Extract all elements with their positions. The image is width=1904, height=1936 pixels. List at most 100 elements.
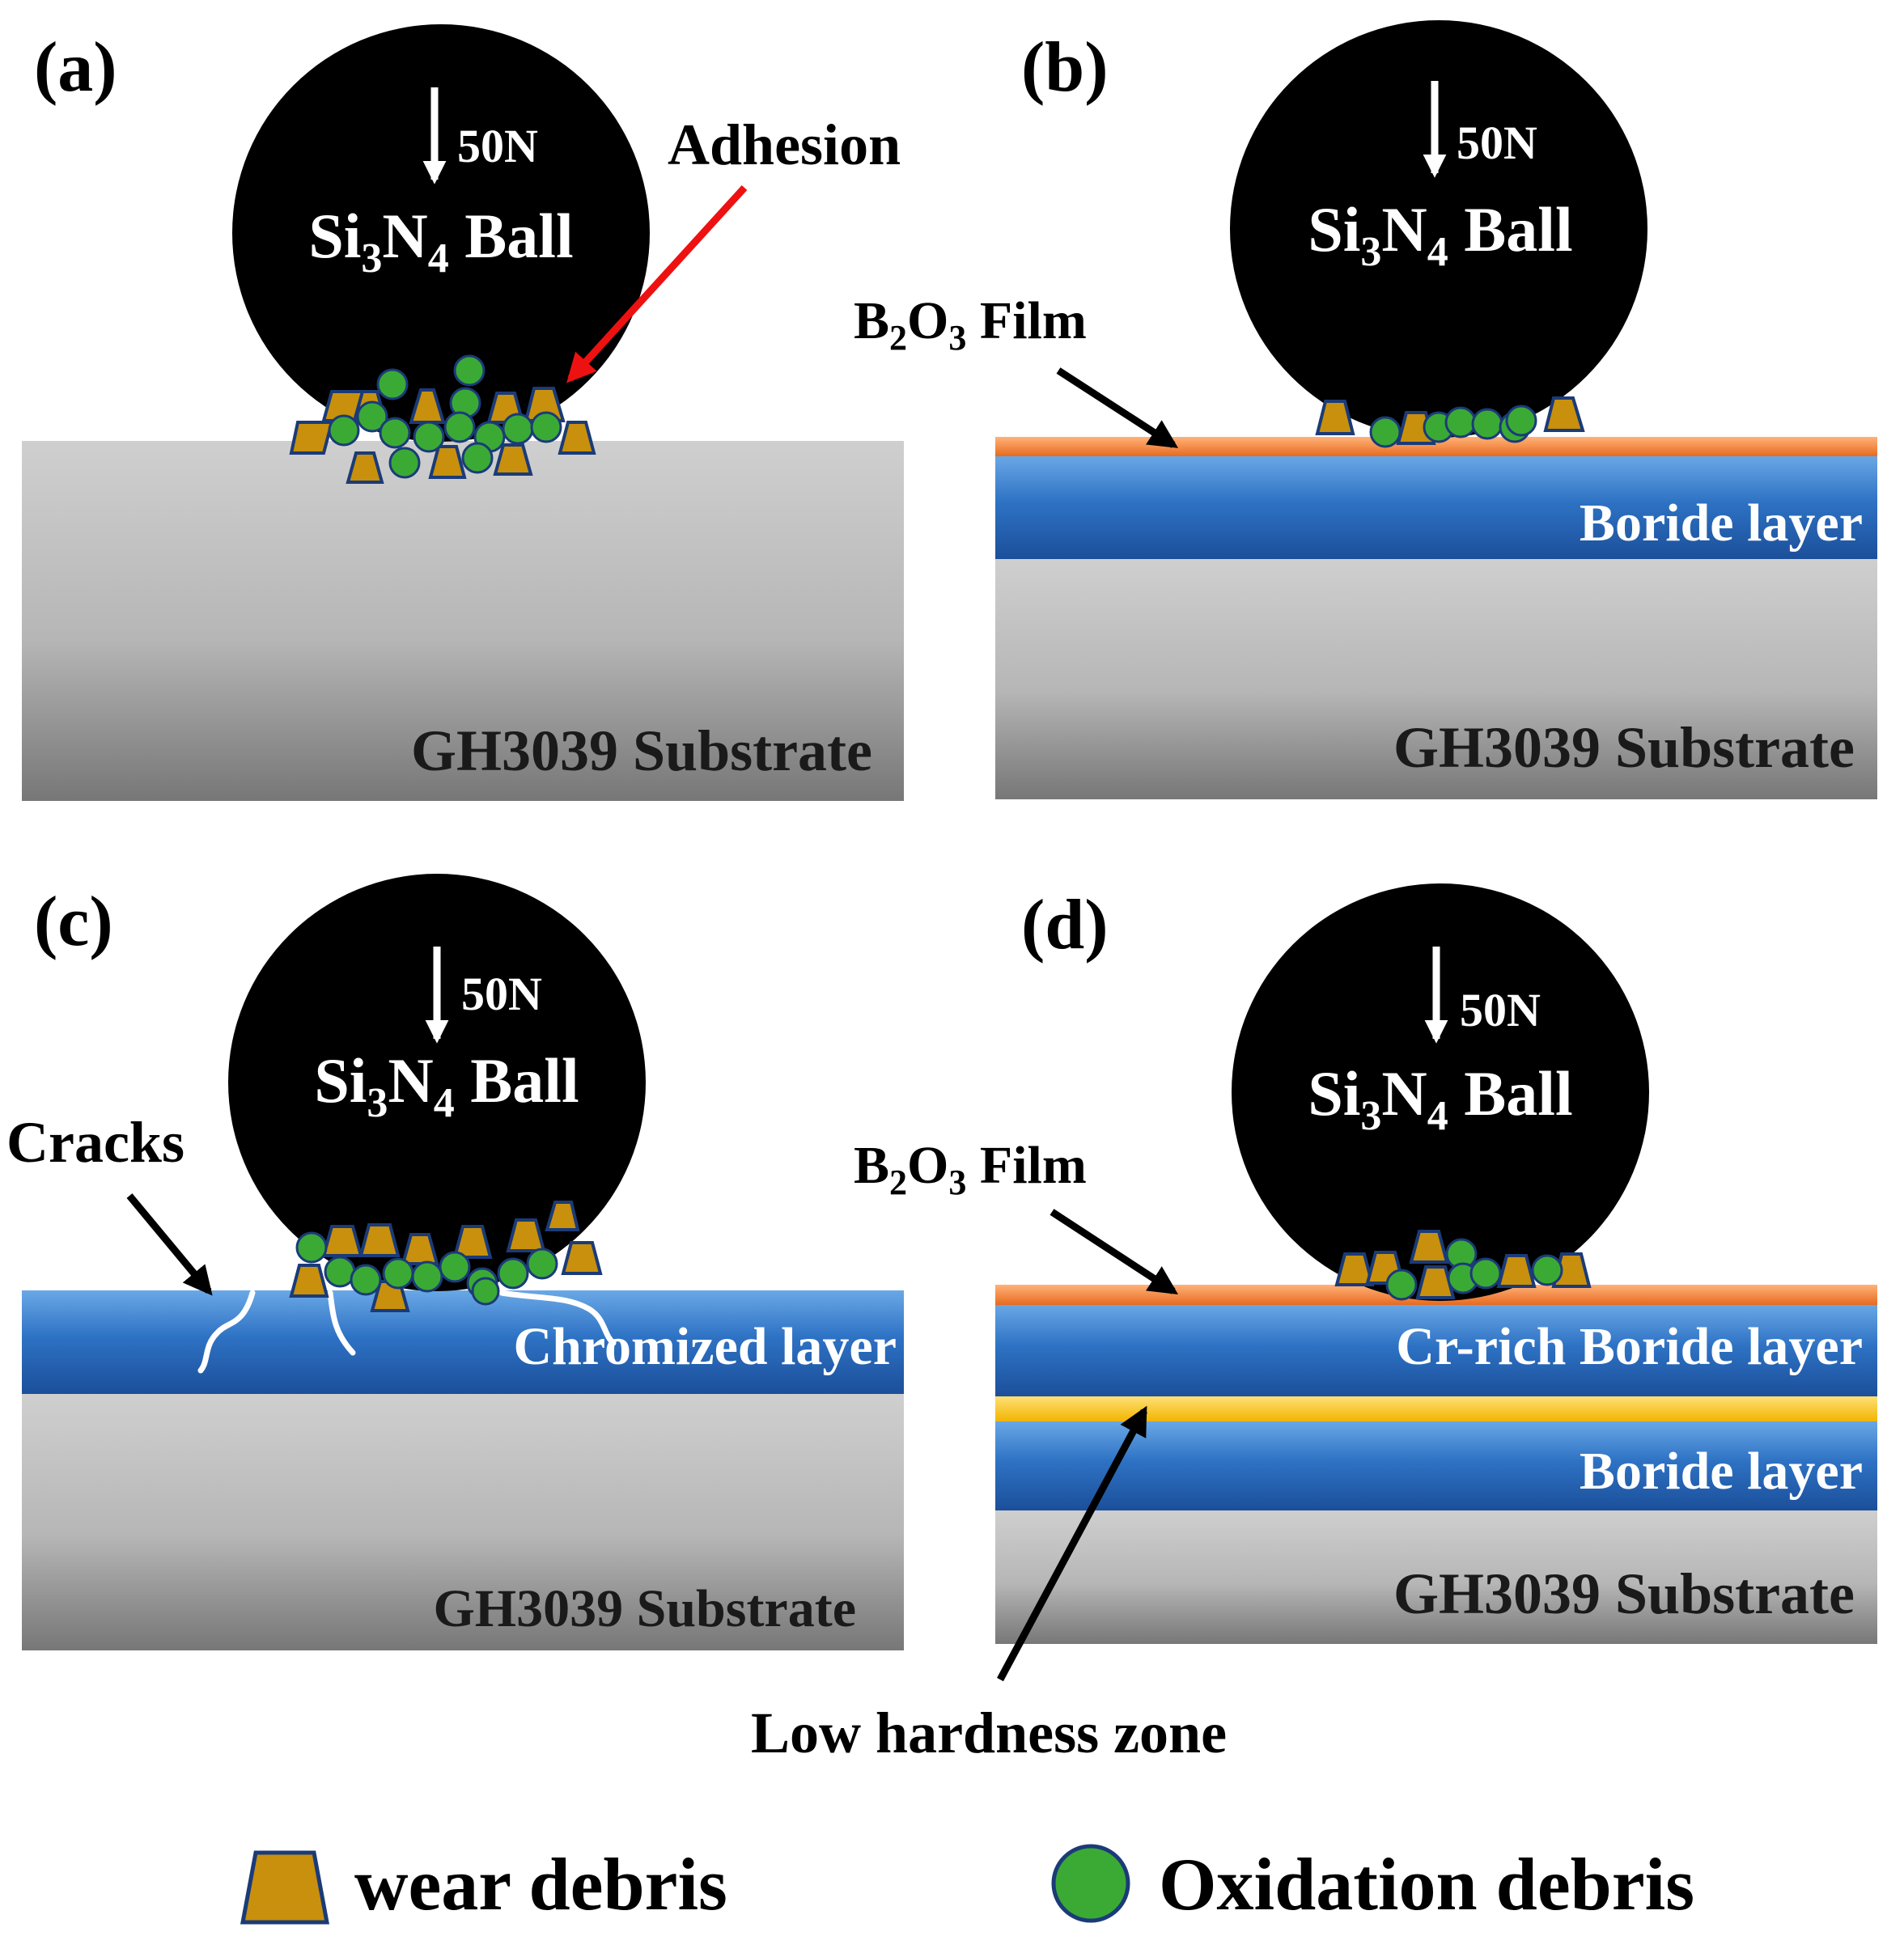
wear-debris: [506, 1218, 546, 1252]
boride-layer-b: [995, 455, 1877, 559]
crack: [498, 1290, 617, 1346]
wear-debris: [321, 1225, 363, 1257]
legend-wear-label: wear debris: [354, 1843, 727, 1925]
cracks-c: [197, 1290, 617, 1374]
panel-b: Boride layer GH3039 Substrate 50N Si3N4 …: [854, 20, 1877, 799]
wear-debris: [289, 421, 334, 455]
oxidation-debris: [502, 413, 534, 445]
low-hardness-label: Low hardness zone: [751, 1701, 1227, 1765]
oxidation-debris: [324, 1256, 356, 1288]
adhesion-label: Adhesion: [668, 112, 901, 177]
substrate-c: [22, 1393, 904, 1650]
b2o3-label-b: B2O3 Film: [854, 291, 1087, 358]
film-arrow-d: [1050, 1209, 1179, 1294]
oxidation-debris: [461, 442, 494, 474]
cracks-label: Cracks: [6, 1110, 184, 1175]
low-hardness-zone-d: [995, 1396, 1877, 1421]
oxidation-debris: [1444, 406, 1477, 438]
oxidation-debris: [1505, 405, 1537, 437]
cracks-arrow: [126, 1193, 213, 1296]
wear-debris: [428, 445, 467, 479]
load-label-a: 50N: [457, 120, 538, 172]
chromized-layer-c: [22, 1290, 904, 1394]
oxidation-debris: [526, 1248, 558, 1280]
wear-debris: [1415, 1265, 1456, 1299]
wear-debris: [1334, 1252, 1375, 1286]
wear-debris: [1315, 400, 1355, 435]
oxidation-debris-legend-icon: [1051, 1844, 1130, 1923]
debris-c: [289, 1201, 603, 1312]
oxidation-debris: [530, 411, 562, 443]
oxidation-debris: [356, 400, 388, 433]
substrate-a: [22, 441, 904, 801]
oxidation-debris: [382, 1257, 414, 1290]
wear-debris: [1409, 1230, 1449, 1264]
wear-debris: [493, 443, 533, 476]
oxidation-debris: [376, 368, 409, 400]
substrate-label-d: GH3039 Substrate: [1393, 1561, 1855, 1626]
chromized-label-c: Chromized layer: [513, 1317, 897, 1376]
wear-debris: [289, 1264, 329, 1298]
debris-d: [1334, 1230, 1592, 1301]
panel-label-c: (c): [34, 883, 113, 961]
oxidation-debris: [443, 411, 476, 443]
oxidation-debris: [1385, 1269, 1418, 1301]
si3n4-ball-c: [228, 874, 646, 1291]
oxidation-debris: [328, 414, 360, 447]
oxidation-debris: [350, 1264, 382, 1296]
wear-debris: [558, 421, 596, 455]
oxidation-debris: [1531, 1254, 1563, 1286]
wear-debris: [452, 1225, 493, 1259]
substrate-label-b: GH3039 Substrate: [1393, 715, 1855, 780]
si3n4-ball-a: [232, 24, 650, 442]
adhesion-arrow: [566, 184, 748, 383]
wear-debris-legend-icon: [240, 1850, 330, 1925]
boride-label-d: Boride layer: [1580, 1442, 1863, 1501]
ball-label-b: Si3N4 Ball: [1308, 194, 1572, 275]
oxidation-debris: [471, 1277, 500, 1306]
legend-oxidation-label: Oxidation debris: [1159, 1843, 1694, 1925]
oxidation-debris: [295, 1231, 328, 1264]
crack: [197, 1290, 256, 1374]
film-arrow-b: [1056, 367, 1179, 448]
cr-rich-boride-layer-d: [995, 1304, 1877, 1396]
ball-label-a: Si3N4 Ball: [308, 201, 573, 282]
legend: wear debris Oxidation debris: [240, 1843, 1694, 1925]
oxidation-debris: [1469, 1257, 1502, 1290]
panel-c: Chromized layer GH3039 Substrate 50N Si3…: [6, 874, 904, 1650]
boride-label-b: Boride layer: [1580, 494, 1863, 553]
crack: [327, 1290, 356, 1356]
oxidation-debris: [1369, 416, 1401, 448]
oxidation-debris: [1471, 408, 1503, 440]
oxidation-debris: [411, 1260, 443, 1293]
load-label-d: 50N: [1460, 984, 1541, 1036]
oxidation-debris: [379, 417, 411, 449]
oxidation-debris: [388, 447, 421, 479]
wear-debris: [1543, 396, 1585, 432]
panel-a: GH3039 Substrate 50N Si3N4 Ball (a) Adhe…: [22, 24, 904, 801]
oxidation-debris: [413, 421, 445, 453]
b2o3-label-d: B2O3 Film: [854, 1136, 1087, 1202]
substrate-label-c: GH3039 Substrate: [433, 1579, 856, 1638]
wear-debris: [358, 1223, 401, 1257]
debris-a: [289, 354, 596, 484]
panel-label-d: (d): [1021, 886, 1109, 964]
low-hardness-arrow: [997, 1405, 1147, 1682]
load-label-c: 50N: [461, 968, 542, 1020]
ball-label-d: Si3N4 Ball: [1308, 1058, 1572, 1139]
panel-label-b: (b): [1021, 28, 1109, 107]
debris-b: [1315, 396, 1585, 448]
substrate-d: [995, 1510, 1877, 1644]
wear-debris: [1496, 1254, 1537, 1288]
panel-label-a: (a): [34, 28, 117, 107]
cr-rich-label-d: Cr-rich Boride layer: [1396, 1317, 1863, 1376]
wear-debris: [346, 451, 384, 484]
ball-label-c: Si3N4 Ball: [314, 1045, 579, 1126]
wear-debris: [561, 1241, 603, 1275]
substrate-b: [995, 558, 1877, 799]
wear-debris: [545, 1201, 580, 1231]
oxidation-debris: [439, 1251, 471, 1283]
substrate-label-a: GH3039 Substrate: [411, 718, 872, 783]
panel-d: Cr-rich Boride layer Boride layer GH3039…: [751, 883, 1877, 1765]
